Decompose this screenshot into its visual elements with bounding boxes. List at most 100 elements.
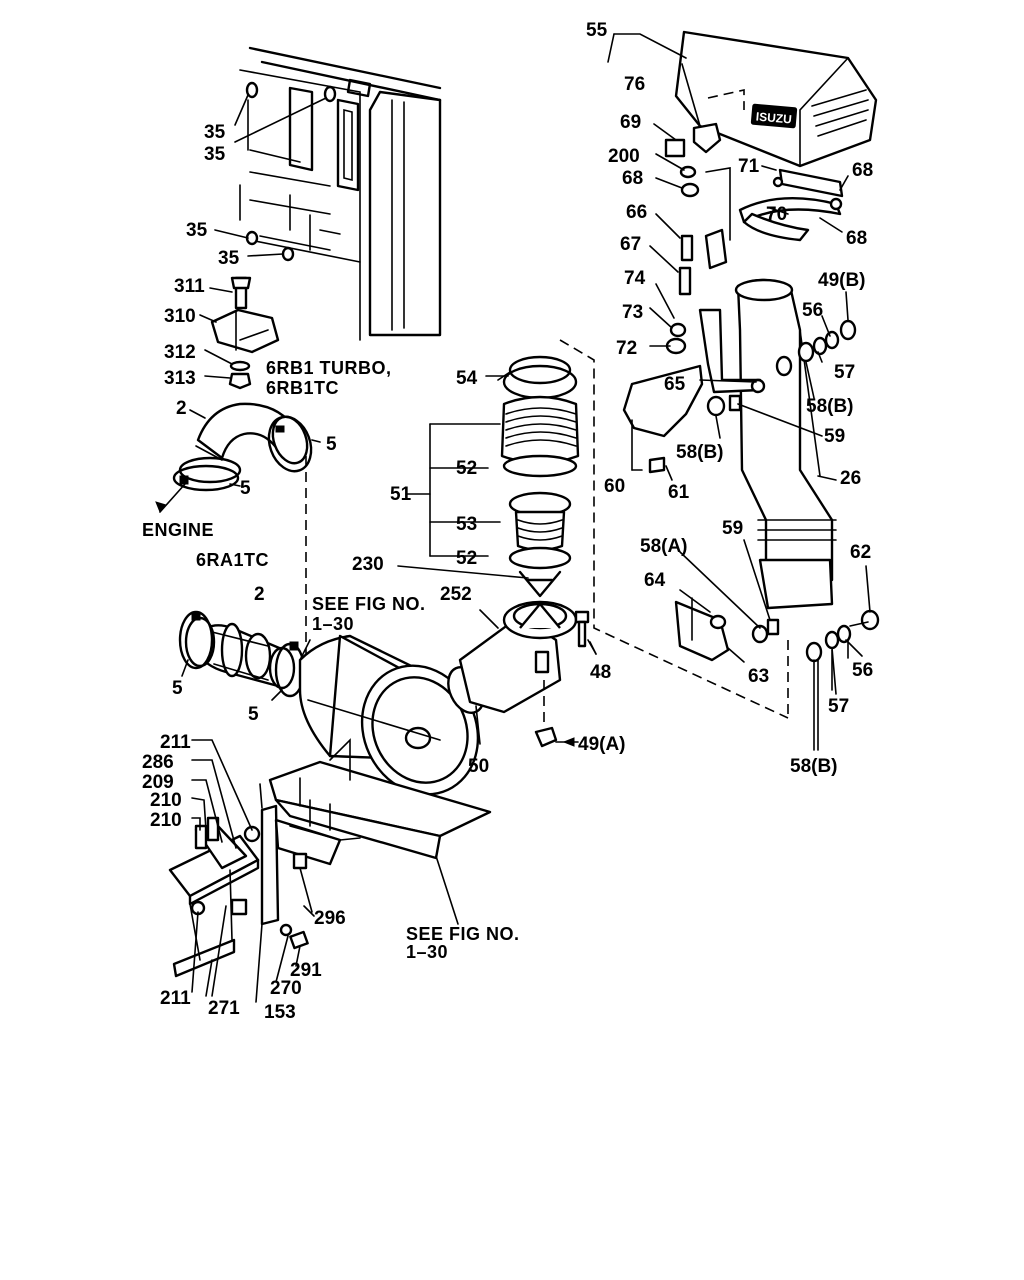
note-see-fig-lower-number: 1–30 <box>406 942 448 962</box>
callout-35-d: 35 <box>218 248 240 269</box>
bracket-66-67 <box>678 167 731 296</box>
callout-76: 76 <box>624 74 645 95</box>
grommet-35-markers <box>245 81 337 262</box>
callout-270: 270 <box>270 978 302 999</box>
callout-60: 60 <box>604 476 625 497</box>
callout-230: 230 <box>352 554 384 575</box>
strap-60 <box>622 364 704 471</box>
callout-2-b: 2 <box>254 584 265 605</box>
callout-35-b: 35 <box>204 144 226 165</box>
nut-49a <box>534 680 579 748</box>
callout-311: 311 <box>174 276 205 297</box>
callout-labels: 55 76 69 200 68 71 68 70 68 66 67 74 49(… <box>142 20 873 1023</box>
inlet-pipe-252 <box>458 600 578 714</box>
callout-65: 65 <box>664 374 686 395</box>
note-turbo-models: 6RB1 TURBO, <box>266 358 392 378</box>
leader-lines-35 <box>214 94 327 257</box>
callout-312: 312 <box>164 342 196 363</box>
washers-56-57-58 <box>706 319 857 417</box>
callout-58b-b: 58(B) <box>676 442 724 463</box>
callout-52-b: 52 <box>456 548 477 569</box>
elbow-2-lower <box>184 616 296 690</box>
dashed-boundary <box>559 339 789 719</box>
callout-210-b: 210 <box>150 810 182 831</box>
fasteners-291-296-270-153 <box>255 852 313 1003</box>
lower-washers-56-57-58 <box>805 609 880 751</box>
callout-296: 296 <box>314 908 346 929</box>
callout-200: 200 <box>608 146 640 167</box>
group-51-bracket <box>405 423 501 557</box>
callout-71: 71 <box>738 156 760 177</box>
grommet-76 <box>681 63 722 154</box>
callout-26: 26 <box>840 468 861 489</box>
callout-52-a: 52 <box>456 458 477 479</box>
callout-49a: 49(A) <box>578 734 626 755</box>
hose-clamp-5-upper <box>172 415 321 492</box>
callout-62: 62 <box>850 542 871 563</box>
callout-57-b: 57 <box>828 696 849 717</box>
callout-67: 67 <box>620 234 641 255</box>
callout-58a: 58(A) <box>640 536 688 557</box>
leader-lines-right <box>397 33 871 751</box>
bolt-61 <box>648 456 673 481</box>
callout-63: 63 <box>748 666 769 687</box>
callout-5-b: 5 <box>240 478 251 499</box>
note-turbo-models-2: 6RB1TC <box>266 378 339 398</box>
brand-logo: ISUZU <box>755 109 792 126</box>
callout-50: 50 <box>468 756 489 777</box>
callout-74: 74 <box>624 268 646 289</box>
callout-252: 252 <box>440 584 472 605</box>
clamp-strap-70-71 <box>738 168 844 242</box>
callout-5-d: 5 <box>248 704 259 725</box>
callout-35-c: 35 <box>186 220 208 241</box>
bolt-69-200 <box>664 138 700 198</box>
callout-2-a: 2 <box>176 398 187 419</box>
engine-direction-arrow <box>155 483 186 513</box>
diagram-notes: 6RB1 TURBO, 6RB1TC ENGINE 6RA1TC SEE FIG… <box>142 358 520 962</box>
bracket-310-assembly <box>199 276 280 390</box>
cab-body <box>239 46 442 341</box>
callout-64: 64 <box>644 570 666 591</box>
callout-58b-a: 58(B) <box>806 396 854 417</box>
callout-286: 286 <box>142 752 174 773</box>
callout-56-a: 56 <box>802 300 823 321</box>
callout-55: 55 <box>586 20 608 41</box>
callout-57-a: 57 <box>834 362 855 383</box>
callout-66: 66 <box>626 202 647 223</box>
note-see-fig-upper: SEE FIG NO. <box>312 594 426 614</box>
hood-55: ISUZU <box>674 30 878 168</box>
lower-bracket-63-64 <box>674 597 780 663</box>
callout-291: 291 <box>290 960 322 981</box>
note-see-fig-upper-number: 1–30 <box>312 614 354 634</box>
callout-51: 51 <box>390 484 412 505</box>
callout-153: 153 <box>264 1002 296 1023</box>
element-cover-54 <box>497 355 578 400</box>
callout-56-b: 56 <box>852 660 873 681</box>
callout-58b-c: 58(B) <box>790 756 838 777</box>
callout-210-a: 210 <box>150 790 182 811</box>
note-see-fig-lower: SEE FIG NO. <box>406 924 520 944</box>
note-model-6ra1tc: 6RA1TC <box>196 550 269 570</box>
bracket-65 <box>698 308 766 394</box>
callout-61: 61 <box>668 482 690 503</box>
callout-59-a: 59 <box>824 426 845 447</box>
callout-70: 70 <box>766 204 787 225</box>
callout-68-c: 68 <box>846 228 867 249</box>
callout-53: 53 <box>456 514 477 535</box>
callout-49b: 49(B) <box>818 270 866 291</box>
callout-72: 72 <box>616 338 637 359</box>
callout-73: 73 <box>622 302 643 323</box>
outer-element-52 <box>500 395 580 478</box>
callout-69: 69 <box>620 112 641 133</box>
callout-313: 313 <box>164 368 196 389</box>
leader-lines-lower-left <box>191 739 459 997</box>
inner-element-53 <box>508 491 572 570</box>
callout-59-b: 59 <box>722 518 743 539</box>
callout-35-a: 35 <box>204 122 226 143</box>
bolts-72-73-74 <box>655 283 687 355</box>
clip-230 <box>518 570 562 598</box>
callout-48: 48 <box>590 662 611 683</box>
callout-5-c: 5 <box>172 678 183 699</box>
